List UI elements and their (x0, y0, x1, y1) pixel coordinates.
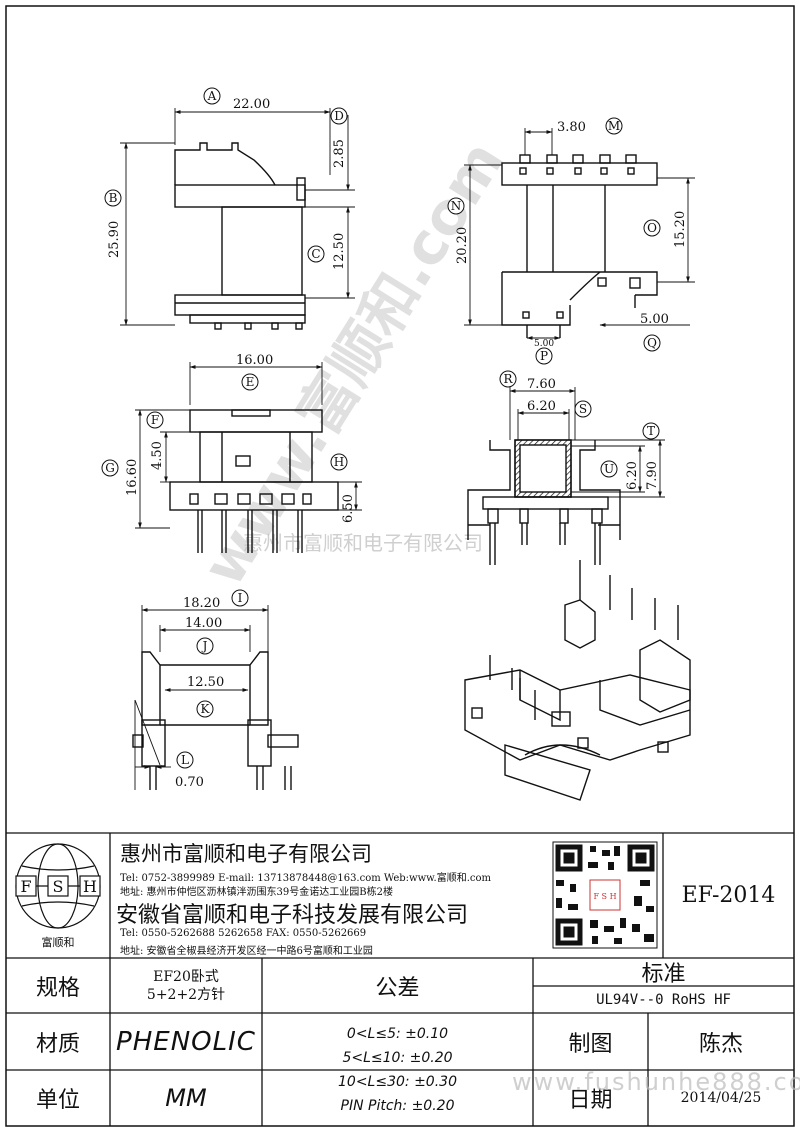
drawn-by-value: 陈杰 (698, 1031, 743, 1057)
marker-a: A (207, 89, 217, 103)
dim-n: 20.20 (455, 227, 470, 264)
view-bottom-dims (134, 605, 269, 790)
marker-t: T (647, 424, 655, 438)
marker-k: K (201, 702, 211, 716)
company-tel-2: Tel: 0550-5262688 5262658 FAX: 0550-5262… (120, 928, 367, 939)
marker-u: U (604, 462, 614, 476)
view-pin-side (501, 154, 658, 338)
drawing-border (5, 5, 795, 1127)
standard-value: UL94V--0 RoHS HF (596, 991, 731, 1008)
dim-o: 15.20 (673, 211, 688, 248)
company-tel-1: Tel: 0752-3899989 E-mail: 13713878448@16… (120, 873, 491, 884)
spec-label: 规格 (35, 975, 80, 1001)
marker-p: P (540, 349, 548, 363)
title-block (6, 832, 794, 1126)
marker-o: O (647, 221, 657, 235)
marker-h: H (334, 455, 344, 469)
dim-b: 25.90 (107, 221, 122, 258)
date-label: 日期 (568, 1088, 613, 1113)
dim-r: 7.60 (527, 377, 556, 392)
part-number: EF-2014 (681, 883, 776, 908)
dim-f: 4.50 (150, 441, 165, 470)
view-side (174, 142, 306, 330)
marker-d: D (334, 109, 344, 123)
marker-r: R (503, 372, 513, 386)
logo-text: 富顺和 (42, 935, 75, 949)
marker-c: C (311, 247, 320, 261)
unit-value: MM (165, 1084, 207, 1112)
company-addr-1: 地址: 惠州市仲恺区沥林镇泮沥围东39号金诺达工业园B栋2楼 (120, 887, 393, 898)
date-value: 2014/04/25 (680, 1090, 762, 1106)
tolerance-4: PIN Pitch: ±0.20 (340, 1098, 455, 1114)
dim-u: 7.90 (645, 461, 660, 490)
marker-n: N (451, 199, 462, 213)
dim-m: 3.80 (557, 120, 586, 135)
company-name-1: 惠州市富顺和电子有限公司 (120, 842, 372, 866)
qr-code (552, 841, 658, 949)
dim-j: 14.00 (185, 616, 222, 631)
marker-f: F (151, 413, 159, 427)
spec-value-1: EF20卧式 (153, 968, 219, 985)
dim-h: 6.50 (341, 494, 356, 523)
view-pin-side-dims (464, 128, 695, 340)
tolerance-values: 0<L≤5: ±0.10 5<L≤10: ±0.20 10<L≤30: ±0.3… (262, 1020, 533, 1120)
view-isometric (464, 560, 691, 801)
spec-value: EF20卧式 5+2+2方针 (110, 958, 262, 1013)
logo-letter-s: S (53, 877, 64, 896)
company-logo (15, 843, 101, 929)
marker-i: I (238, 591, 243, 605)
material-value: PHENOLIC (116, 1026, 256, 1057)
callout-markers: A B C D M N O P Q E F G H R S T U I J K … (101, 87, 661, 769)
company-addr-2: 地址: 安徽省全椒县经济开发区经一中路6号富顺和工业园 (120, 946, 373, 957)
dim-s: 6.20 (527, 399, 556, 414)
footer-watermark: www.fushunhe888.com (512, 1068, 800, 1096)
tolerance-1: 0<L≤5: ±0.10 (346, 1026, 449, 1042)
logo-letters: F S H 富顺和 (20, 877, 97, 949)
view-side-dims (120, 108, 355, 326)
dim-k: 12.50 (187, 675, 224, 690)
standard-label: 标准 (641, 962, 686, 987)
view-front (169, 409, 339, 553)
dim-e: 16.00 (236, 353, 273, 368)
dim-g: 16.60 (125, 459, 140, 496)
dim-a: 22.00 (233, 97, 270, 112)
marker-b: B (109, 191, 118, 205)
view-bottom (132, 651, 299, 790)
spec-value-2: 5+2+2方针 (146, 986, 226, 1003)
marker-m: M (608, 119, 620, 133)
marker-e: E (246, 375, 255, 389)
marker-j: J (201, 639, 208, 653)
company-name-2: 安徽省富顺和电子科技发展有限公司 (116, 903, 469, 928)
view-end-dims (509, 387, 665, 498)
dim-p: 5.00 (534, 339, 554, 349)
dim-l: 0.70 (175, 775, 204, 790)
qr-center-text: F S H (593, 892, 616, 901)
dim-d: 2.85 (332, 139, 347, 168)
logo-letter-f: F (20, 877, 31, 896)
tolerance-3: 10<L≤30: ±0.30 (338, 1074, 457, 1090)
drawn-by-label: 制图 (568, 1031, 613, 1057)
unit-label: 单位 (35, 1088, 80, 1113)
view-end (467, 439, 621, 565)
views (6, 108, 794, 1126)
dim-q: 5.00 (640, 312, 669, 327)
dim-i: 18.20 (183, 596, 220, 611)
tolerance-label: 公差 (375, 975, 420, 1001)
tolerance-2: 5<L≤10: ±0.20 (342, 1050, 453, 1066)
material-label: 材质 (35, 1031, 80, 1057)
dim-c: 12.50 (332, 233, 347, 270)
view-front-dims (135, 362, 362, 529)
marker-g: G (105, 461, 115, 475)
center-watermark: 惠州市富顺和电子有限公司 (243, 531, 483, 555)
marker-q: Q (647, 336, 657, 350)
marker-s: S (579, 402, 587, 416)
logo-letter-h: H (83, 877, 97, 896)
dim-t: 6.20 (625, 461, 640, 490)
dimension-labels: 22.00 25.90 12.50 2.85 3.80 20.20 15.20 … (107, 97, 688, 790)
marker-l: L (181, 753, 189, 767)
